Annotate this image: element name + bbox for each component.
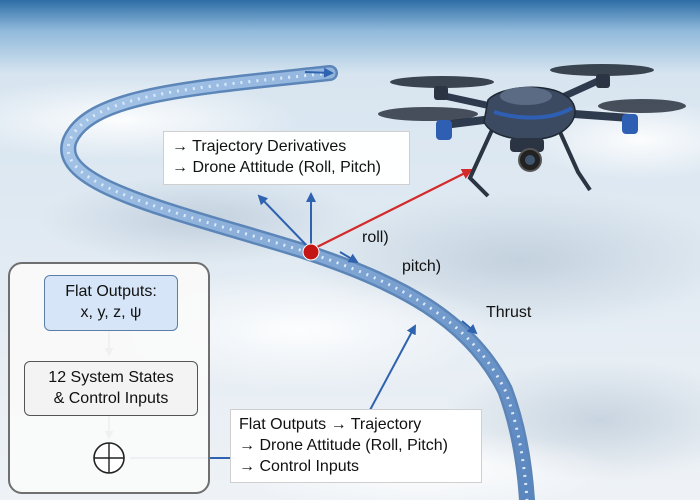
callout-bottom-line2: → Drone Attitude (Roll, Pitch) — [239, 437, 448, 454]
current-position-point — [302, 243, 320, 261]
callout-top-line1: → Trajectory Derivatives — [172, 138, 347, 155]
callout-top-line2: → Drone Attitude (Roll, Pitch) — [172, 159, 381, 176]
system-states-box: 12 System States & Control Inputs — [24, 361, 198, 416]
callout-bottom-line1: Flat Outputs → Trajectory — [239, 416, 422, 433]
roll-label: roll) — [362, 229, 389, 246]
flat-outputs-vars: x, y, z, ψ — [80, 304, 142, 321]
system-states-line2: & Control Inputs — [53, 390, 169, 407]
callout-bottom-line3: → Control Inputs — [239, 458, 360, 475]
flat-outputs-callout: Flat Outputs → Trajectory → Drone Attitu… — [230, 409, 482, 483]
thrust-label: Thrust — [486, 304, 532, 321]
flat-outputs-box: Flat Outputs: x, y, z, ψ — [44, 275, 178, 331]
drone-illustration — [378, 64, 686, 198]
summing-junction-icon — [93, 442, 125, 474]
system-states-line1: 12 System States — [48, 369, 174, 386]
flat-outputs-title: Flat Outputs: — [65, 283, 157, 300]
trajectory-derivatives-callout: → Trajectory Derivatives → Drone Attitud… — [163, 131, 410, 185]
trajectory-tube — [60, 65, 535, 500]
pitch-label: pitch) — [402, 258, 442, 275]
